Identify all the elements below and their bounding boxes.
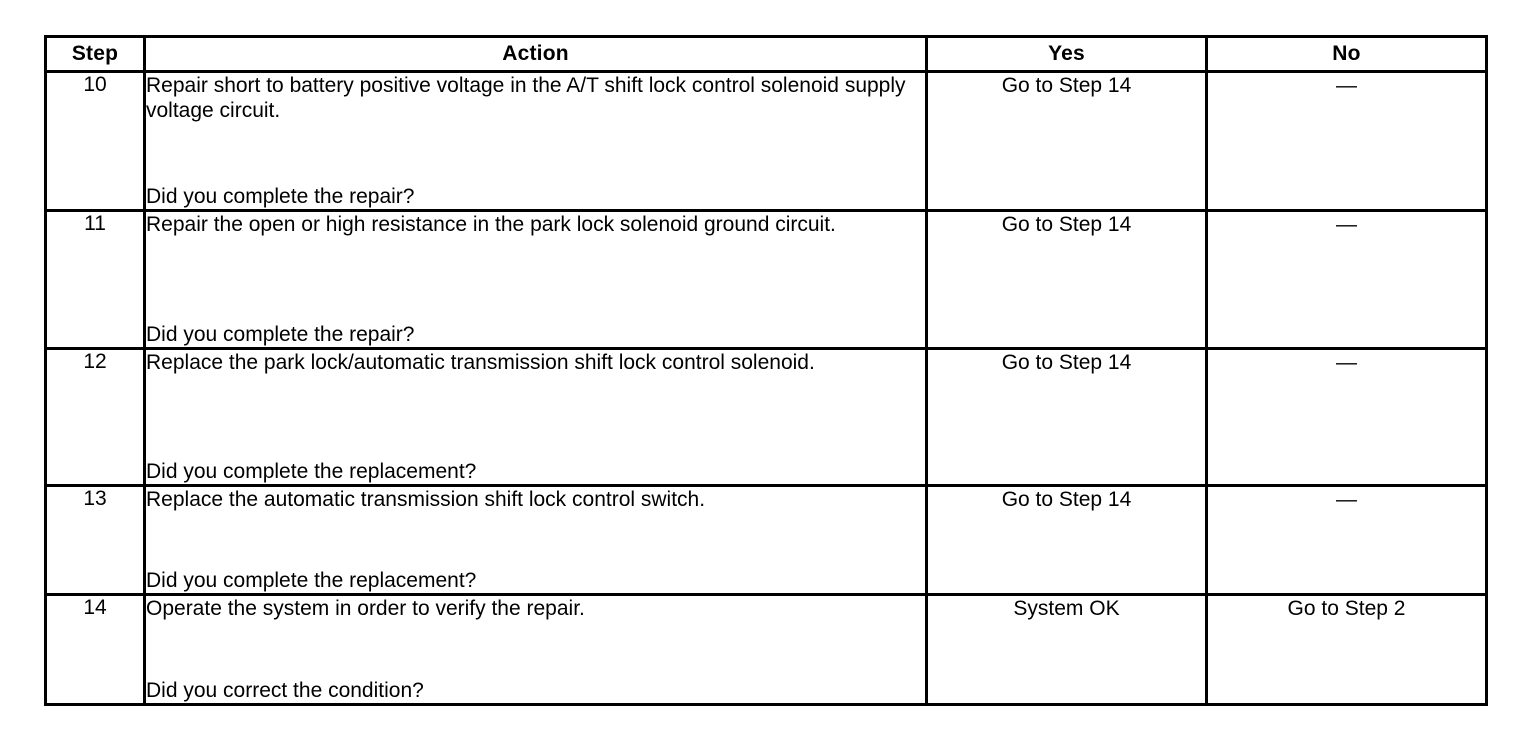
action-statement: Replace the park lock/automatic transmis… <box>146 351 815 374</box>
action-statement: Repair the open or high resistance in th… <box>146 213 836 236</box>
table-row: 11 Repair the open or high resistance in… <box>44 209 1488 350</box>
action-inner: Repair the open or high resistance in th… <box>146 212 925 347</box>
action-statement: Replace the automatic transmission shift… <box>146 488 706 511</box>
yes-answer-cell: Go to Step 14 <box>925 209 1208 350</box>
column-header-yes: Yes <box>925 35 1208 73</box>
column-header-step: Step <box>44 35 146 73</box>
diagnostic-step-table: Step Action Yes No 10 Repair short to ba… <box>44 35 1488 706</box>
no-answer-cell: — <box>1205 484 1488 596</box>
no-answer-text: — <box>1336 213 1357 236</box>
table-row: 13 Replace the automatic transmission sh… <box>44 484 1488 596</box>
no-answer-cell: Go to Step 2 <box>1205 593 1488 706</box>
action-cell: Repair the open or high resistance in th… <box>143 209 928 350</box>
action-inner: Operate the system in order to verify th… <box>146 596 925 703</box>
table-header: Step Action Yes No <box>44 35 1488 73</box>
no-answer-cell: — <box>1205 347 1488 487</box>
action-statement: Repair short to battery positive voltage… <box>146 74 906 122</box>
column-header-no: No <box>1205 35 1488 73</box>
yes-answer-cell: Go to Step 14 <box>925 70 1208 212</box>
action-question: Did you complete the replacement? <box>146 460 477 483</box>
action-question: Did you complete the repair? <box>146 185 415 208</box>
action-inner: Replace the automatic transmission shift… <box>146 487 925 593</box>
no-answer-cell: — <box>1205 70 1488 212</box>
action-question: Did you complete the replacement? <box>146 569 477 592</box>
no-answer-text: Go to Step 2 <box>1287 597 1406 620</box>
yes-answer-text: Go to Step 14 <box>1001 351 1132 374</box>
step-number-cell: 14 <box>44 593 146 706</box>
action-question: Did you complete the repair? <box>146 323 415 346</box>
action-cell: Replace the automatic transmission shift… <box>143 484 928 596</box>
table-row: 12 Replace the park lock/automatic trans… <box>44 347 1488 487</box>
action-cell: Operate the system in order to verify th… <box>143 593 928 706</box>
table-body: 10 Repair short to battery positive volt… <box>44 70 1488 706</box>
column-header-action: Action <box>143 35 928 73</box>
yes-answer-text: Go to Step 14 <box>1001 488 1132 511</box>
diagnostic-table-container: Step Action Yes No 10 Repair short to ba… <box>44 35 1488 706</box>
yes-answer-text: System OK <box>1013 597 1120 620</box>
no-answer-text: — <box>1336 488 1357 511</box>
yes-answer-cell: Go to Step 14 <box>925 347 1208 487</box>
no-answer-text: — <box>1336 74 1357 97</box>
no-answer-cell: — <box>1205 209 1488 350</box>
action-question: Did you correct the condition? <box>146 679 424 702</box>
table-row: 10 Repair short to battery positive volt… <box>44 70 1488 212</box>
step-number-cell: 10 <box>44 70 146 212</box>
table-header-row: Step Action Yes No <box>44 35 1488 73</box>
action-cell: Repair short to battery positive voltage… <box>143 70 928 212</box>
action-statement: Operate the system in order to verify th… <box>146 597 585 620</box>
action-cell: Replace the park lock/automatic transmis… <box>143 347 928 487</box>
yes-answer-text: Go to Step 14 <box>1001 213 1132 236</box>
no-answer-text: — <box>1336 351 1357 374</box>
table-row: 14 Operate the system in order to verify… <box>44 593 1488 706</box>
step-number-cell: 11 <box>44 209 146 350</box>
yes-answer-cell: System OK <box>925 593 1208 706</box>
yes-answer-text: Go to Step 14 <box>1001 74 1132 97</box>
action-inner: Replace the park lock/automatic transmis… <box>146 350 925 484</box>
step-number-cell: 13 <box>44 484 146 596</box>
step-number-cell: 12 <box>44 347 146 487</box>
action-inner: Repair short to battery positive voltage… <box>146 73 925 209</box>
yes-answer-cell: Go to Step 14 <box>925 484 1208 596</box>
